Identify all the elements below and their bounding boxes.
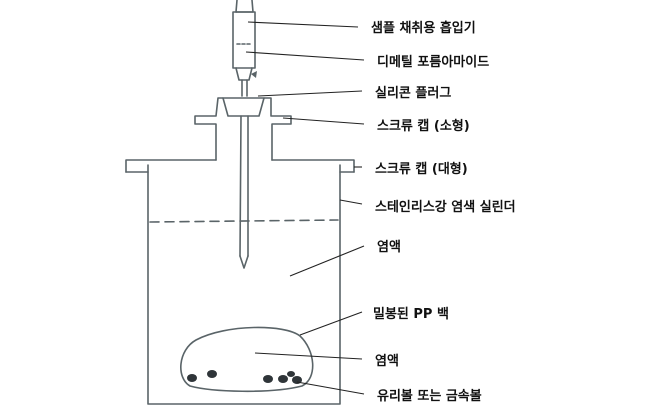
needle-tube [239,115,249,269]
screw-cap-small [194,97,292,161]
label-cylinder: 스테인리스강 염색 실린더 [375,199,516,215]
liquor-level-line [149,219,339,223]
balls [187,370,302,384]
label-balls: 유리볼 또는 금속볼 [377,388,482,404]
label-dye-liquor-inner: 염액 [375,353,399,369]
stainless-dyeing-cylinder [147,164,341,405]
sealed-pp-bag [180,326,314,393]
label-dmf: 디메틸 포름아마이드 [377,54,489,70]
screw-cap-large [125,159,355,173]
silicone-plug [222,97,265,117]
label-dye-liquor-outer: 염액 [377,239,401,255]
label-screw-cap-small: 스크류 캡 (소형) [377,118,470,134]
label-screw-cap-large: 스크류 캡 (대형) [375,161,468,177]
label-silicone-plug: 실리콘 플러그 [375,85,451,101]
label-pp-bag: 밀봉된 PP 백 [373,307,449,322]
label-sampling-port: 샘플 채취용 흡입기 [371,20,476,36]
sampling-syringe [232,0,257,97]
